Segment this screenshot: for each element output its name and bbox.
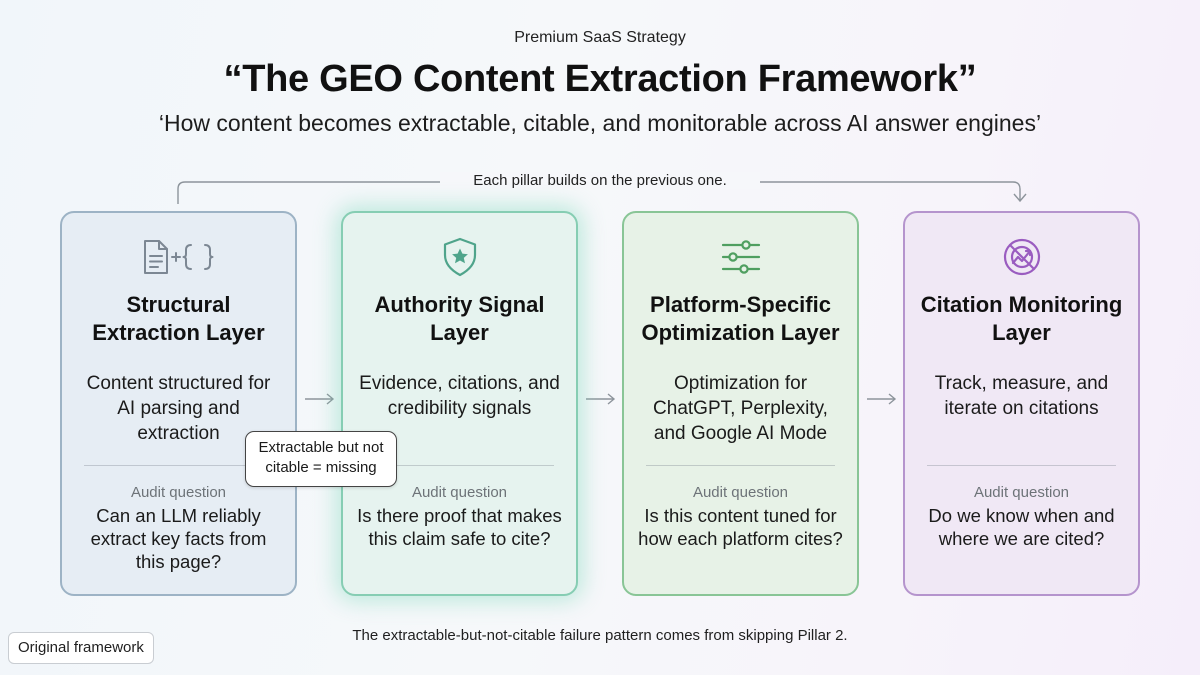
flow-label: Each pillar builds on the previous one. (440, 172, 760, 189)
divider (927, 465, 1116, 466)
pillar-title: Platform-Specific Optimization Layer (641, 292, 840, 345)
callout-missing-pillar: Extractable but not citable = missing (245, 431, 397, 487)
page-title: “The GEO Content Extraction Framework” (223, 58, 977, 100)
original-framework-badge: Original framework (8, 632, 154, 664)
monitor-target-icon (905, 235, 1138, 279)
shield-star-icon (343, 235, 576, 279)
document-code-icon (62, 235, 295, 279)
footer-note: The extractable-but-not-citable failure … (352, 627, 848, 644)
audit-question-label: Audit question (130, 484, 227, 501)
divider (84, 465, 273, 466)
sliders-icon (624, 235, 857, 279)
pillar-card-structural: Structural Extraction Layer Content stru… (60, 211, 297, 596)
pillar-card-monitoring: Citation Monitoring Layer Track, measure… (903, 211, 1140, 596)
audit-question-label: Audit question (411, 484, 508, 501)
pillar-description: Track, measure, and iterate on citations (934, 373, 1109, 419)
flow-bracket-left (177, 181, 445, 204)
divider (646, 465, 835, 466)
audit-question-label: Audit question (973, 484, 1070, 501)
pillar-title: Structural Extraction Layer (92, 292, 265, 345)
arrow-1-2 (305, 393, 335, 405)
pillar-card-authority: Authority Signal Layer Evidence, citatio… (341, 211, 578, 596)
arrow-3-4 (867, 393, 897, 405)
pillar-title: Authority Signal Layer (374, 292, 545, 345)
pillar-description: Optimization for ChatGPT, Perplexity, an… (653, 373, 828, 444)
pillar-description: Content structured for AI parsing and ex… (86, 373, 271, 444)
eyebrow-label: Premium SaaS Strategy (514, 29, 686, 46)
audit-question: Can an LLM reliably extract key facts fr… (90, 505, 267, 572)
arrow-2-3 (586, 393, 616, 405)
flow-bracket-right (748, 181, 1021, 200)
divider (365, 465, 554, 466)
audit-question-label: Audit question (692, 484, 789, 501)
flow-bracket-arrowhead (1013, 193, 1027, 203)
page-subtitle: ‘How content becomes extractable, citabl… (158, 110, 1042, 136)
audit-question: Is there proof that makes this claim saf… (357, 505, 562, 549)
pillar-card-platform: Platform-Specific Optimization Layer Opt… (622, 211, 859, 596)
pillar-description: Evidence, citations, and credibility sig… (359, 373, 560, 419)
audit-question: Do we know when and where we are cited? (928, 505, 1115, 549)
audit-question: Is this content tuned for how each platf… (638, 505, 843, 549)
pillar-title: Citation Monitoring Layer (920, 292, 1123, 345)
